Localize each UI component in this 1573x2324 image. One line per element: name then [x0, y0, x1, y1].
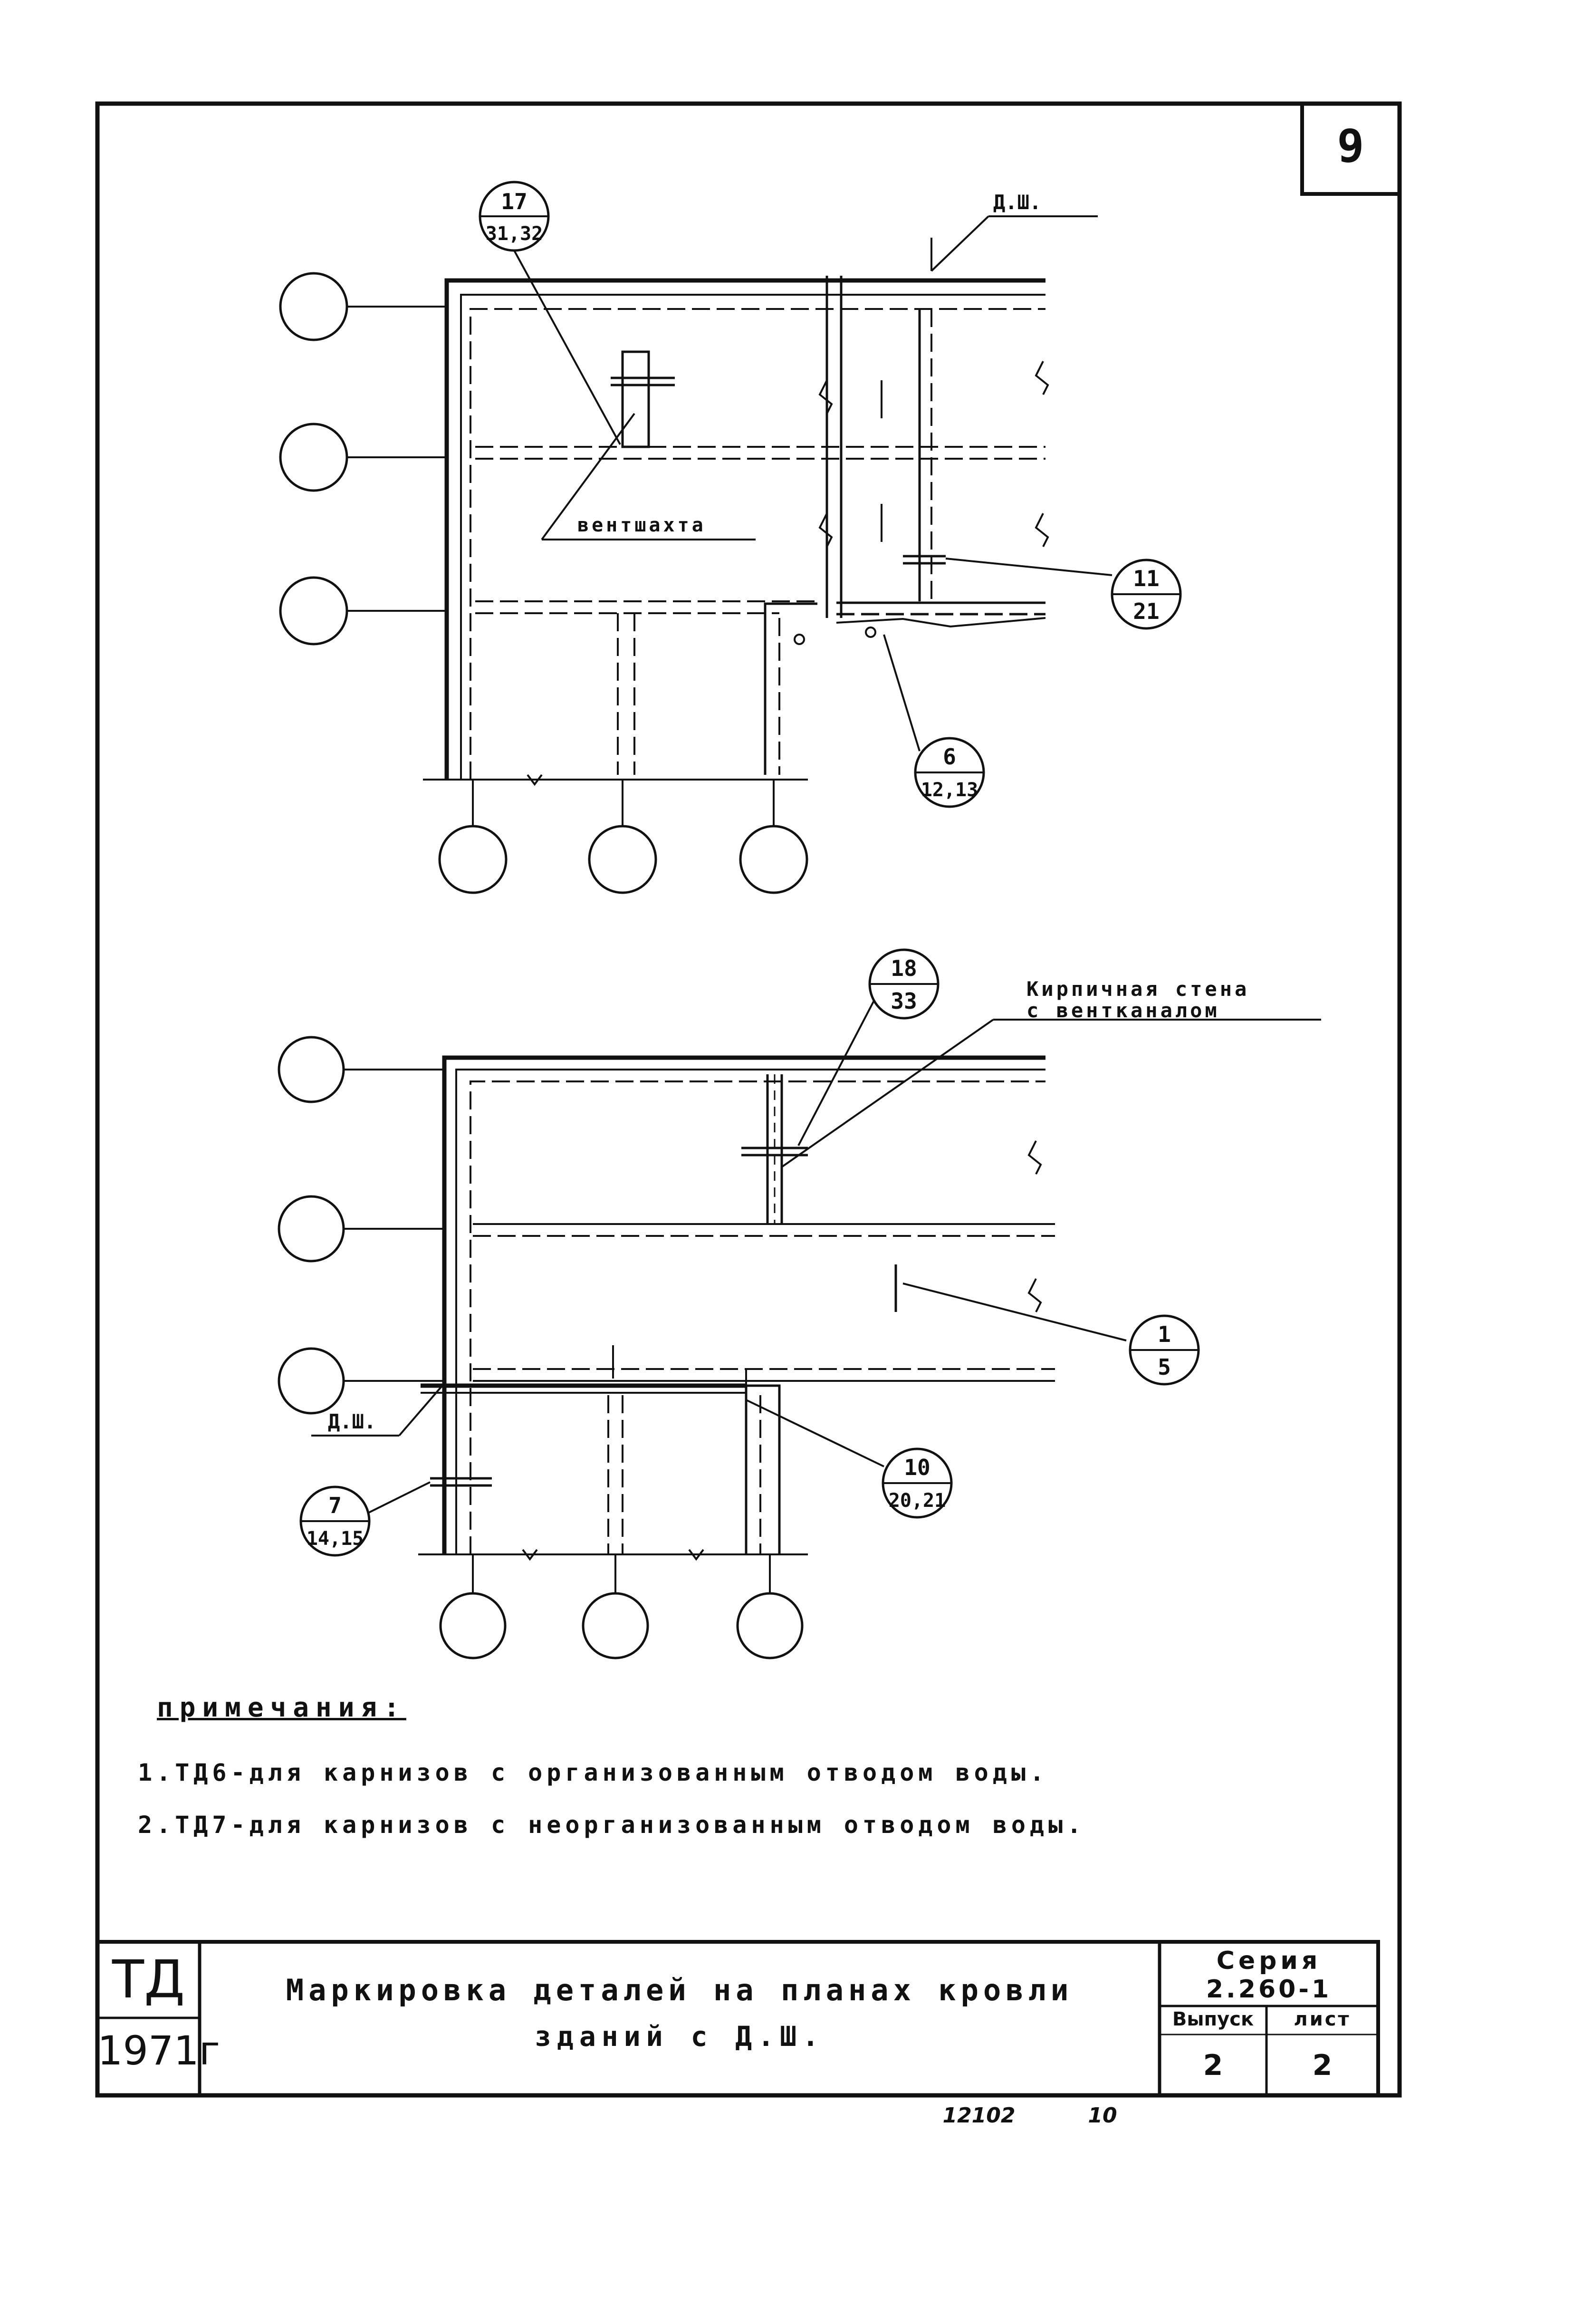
title-block-year: 1971г [97, 2027, 220, 2074]
grid-axis-bubble [736, 1592, 804, 1659]
issue-value: 2 [1203, 2049, 1223, 2082]
grid-axis-bubble [278, 1195, 345, 1263]
callout-18: 18 33 [868, 948, 940, 1020]
drawing-frame [95, 101, 1402, 2098]
upper-grid-axis-markers [279, 272, 808, 894]
svg-text:7: 7 [328, 1493, 342, 1518]
grid-axis-bubble [278, 1347, 345, 1415]
sheet-value: 2 [1312, 2049, 1333, 2082]
grid-axis-bubble [438, 825, 508, 894]
grid-axis-bubble [279, 272, 348, 341]
svg-text:12,13: 12,13 [921, 779, 978, 801]
callout-17: 17 31,32 [479, 181, 550, 252]
svg-text:11: 11 [1133, 566, 1159, 591]
series-label: Серия [1216, 1947, 1322, 1975]
svg-text:1: 1 [1158, 1321, 1171, 1347]
svg-text:33: 33 [891, 988, 917, 1014]
sheet-label: лист [1294, 2008, 1351, 2030]
brick-wall-label-line2: с вентканалом [1026, 999, 1220, 1022]
svg-text:14,15: 14,15 [307, 1528, 364, 1550]
svg-text:31,32: 31,32 [486, 223, 543, 245]
grid-axis-bubble [279, 576, 348, 646]
grid-axis-bubble [739, 825, 808, 894]
order-number: 12102 [942, 2103, 1016, 2128]
dsh-label-top: Д.Ш. [993, 191, 1041, 214]
callout-6: 6 12,13 [914, 737, 985, 808]
issue-label: Выпуск [1172, 2008, 1254, 2030]
svg-text:6: 6 [943, 744, 956, 770]
svg-text:18: 18 [891, 955, 917, 981]
grid-axis-bubble [279, 423, 348, 492]
lower-roof-plan [311, 992, 1321, 1592]
title-block [96, 1940, 1380, 2097]
title-block-code: ТД [112, 1949, 185, 2010]
grid-axis-bubble [582, 1592, 649, 1659]
svg-text:20,21: 20,21 [889, 1490, 946, 1512]
vent-shaft-label: вентшахта [577, 514, 706, 536]
notes-title: примечания: [157, 1692, 406, 1723]
grid-axis-bubble [588, 825, 657, 894]
brick-wall-label: Кирпичная стена [1026, 977, 1249, 1001]
callout-7: 7 14,15 [299, 1485, 371, 1557]
grid-axis-bubble [439, 1592, 507, 1659]
sheet-number: 9 [1337, 120, 1364, 173]
drawing-title-line1: Маркировка деталей на планах кровли [286, 1973, 1074, 2007]
lower-grid-axis-markers [278, 1036, 804, 1659]
series-value: 2.260-1 [1206, 1975, 1332, 2004]
callout-11: 11 21 [1111, 559, 1182, 630]
grid-axis-bubble [278, 1036, 345, 1103]
note-item-2: 2.ТД7-для карнизов с неорганизованным от… [138, 1811, 1086, 1839]
svg-text:10: 10 [904, 1455, 930, 1480]
dsh-label-bottom: Д.Ш. [328, 1410, 376, 1433]
note-item-1: 1.ТД6-для карнизов с организованным отво… [138, 1759, 1049, 1786]
sheet-number-box [1300, 102, 1401, 196]
footer-page-number: 10 [1088, 2103, 1117, 2128]
drawing-title-line2: зданий с Д.Ш. [535, 2020, 825, 2053]
svg-text:17: 17 [501, 189, 527, 214]
callout-10: 10 20,21 [882, 1447, 953, 1519]
svg-text:5: 5 [1158, 1354, 1171, 1380]
svg-text:21: 21 [1133, 598, 1159, 624]
callout-1: 1 5 [1129, 1314, 1200, 1386]
upper-roof-plan [347, 215, 1113, 827]
